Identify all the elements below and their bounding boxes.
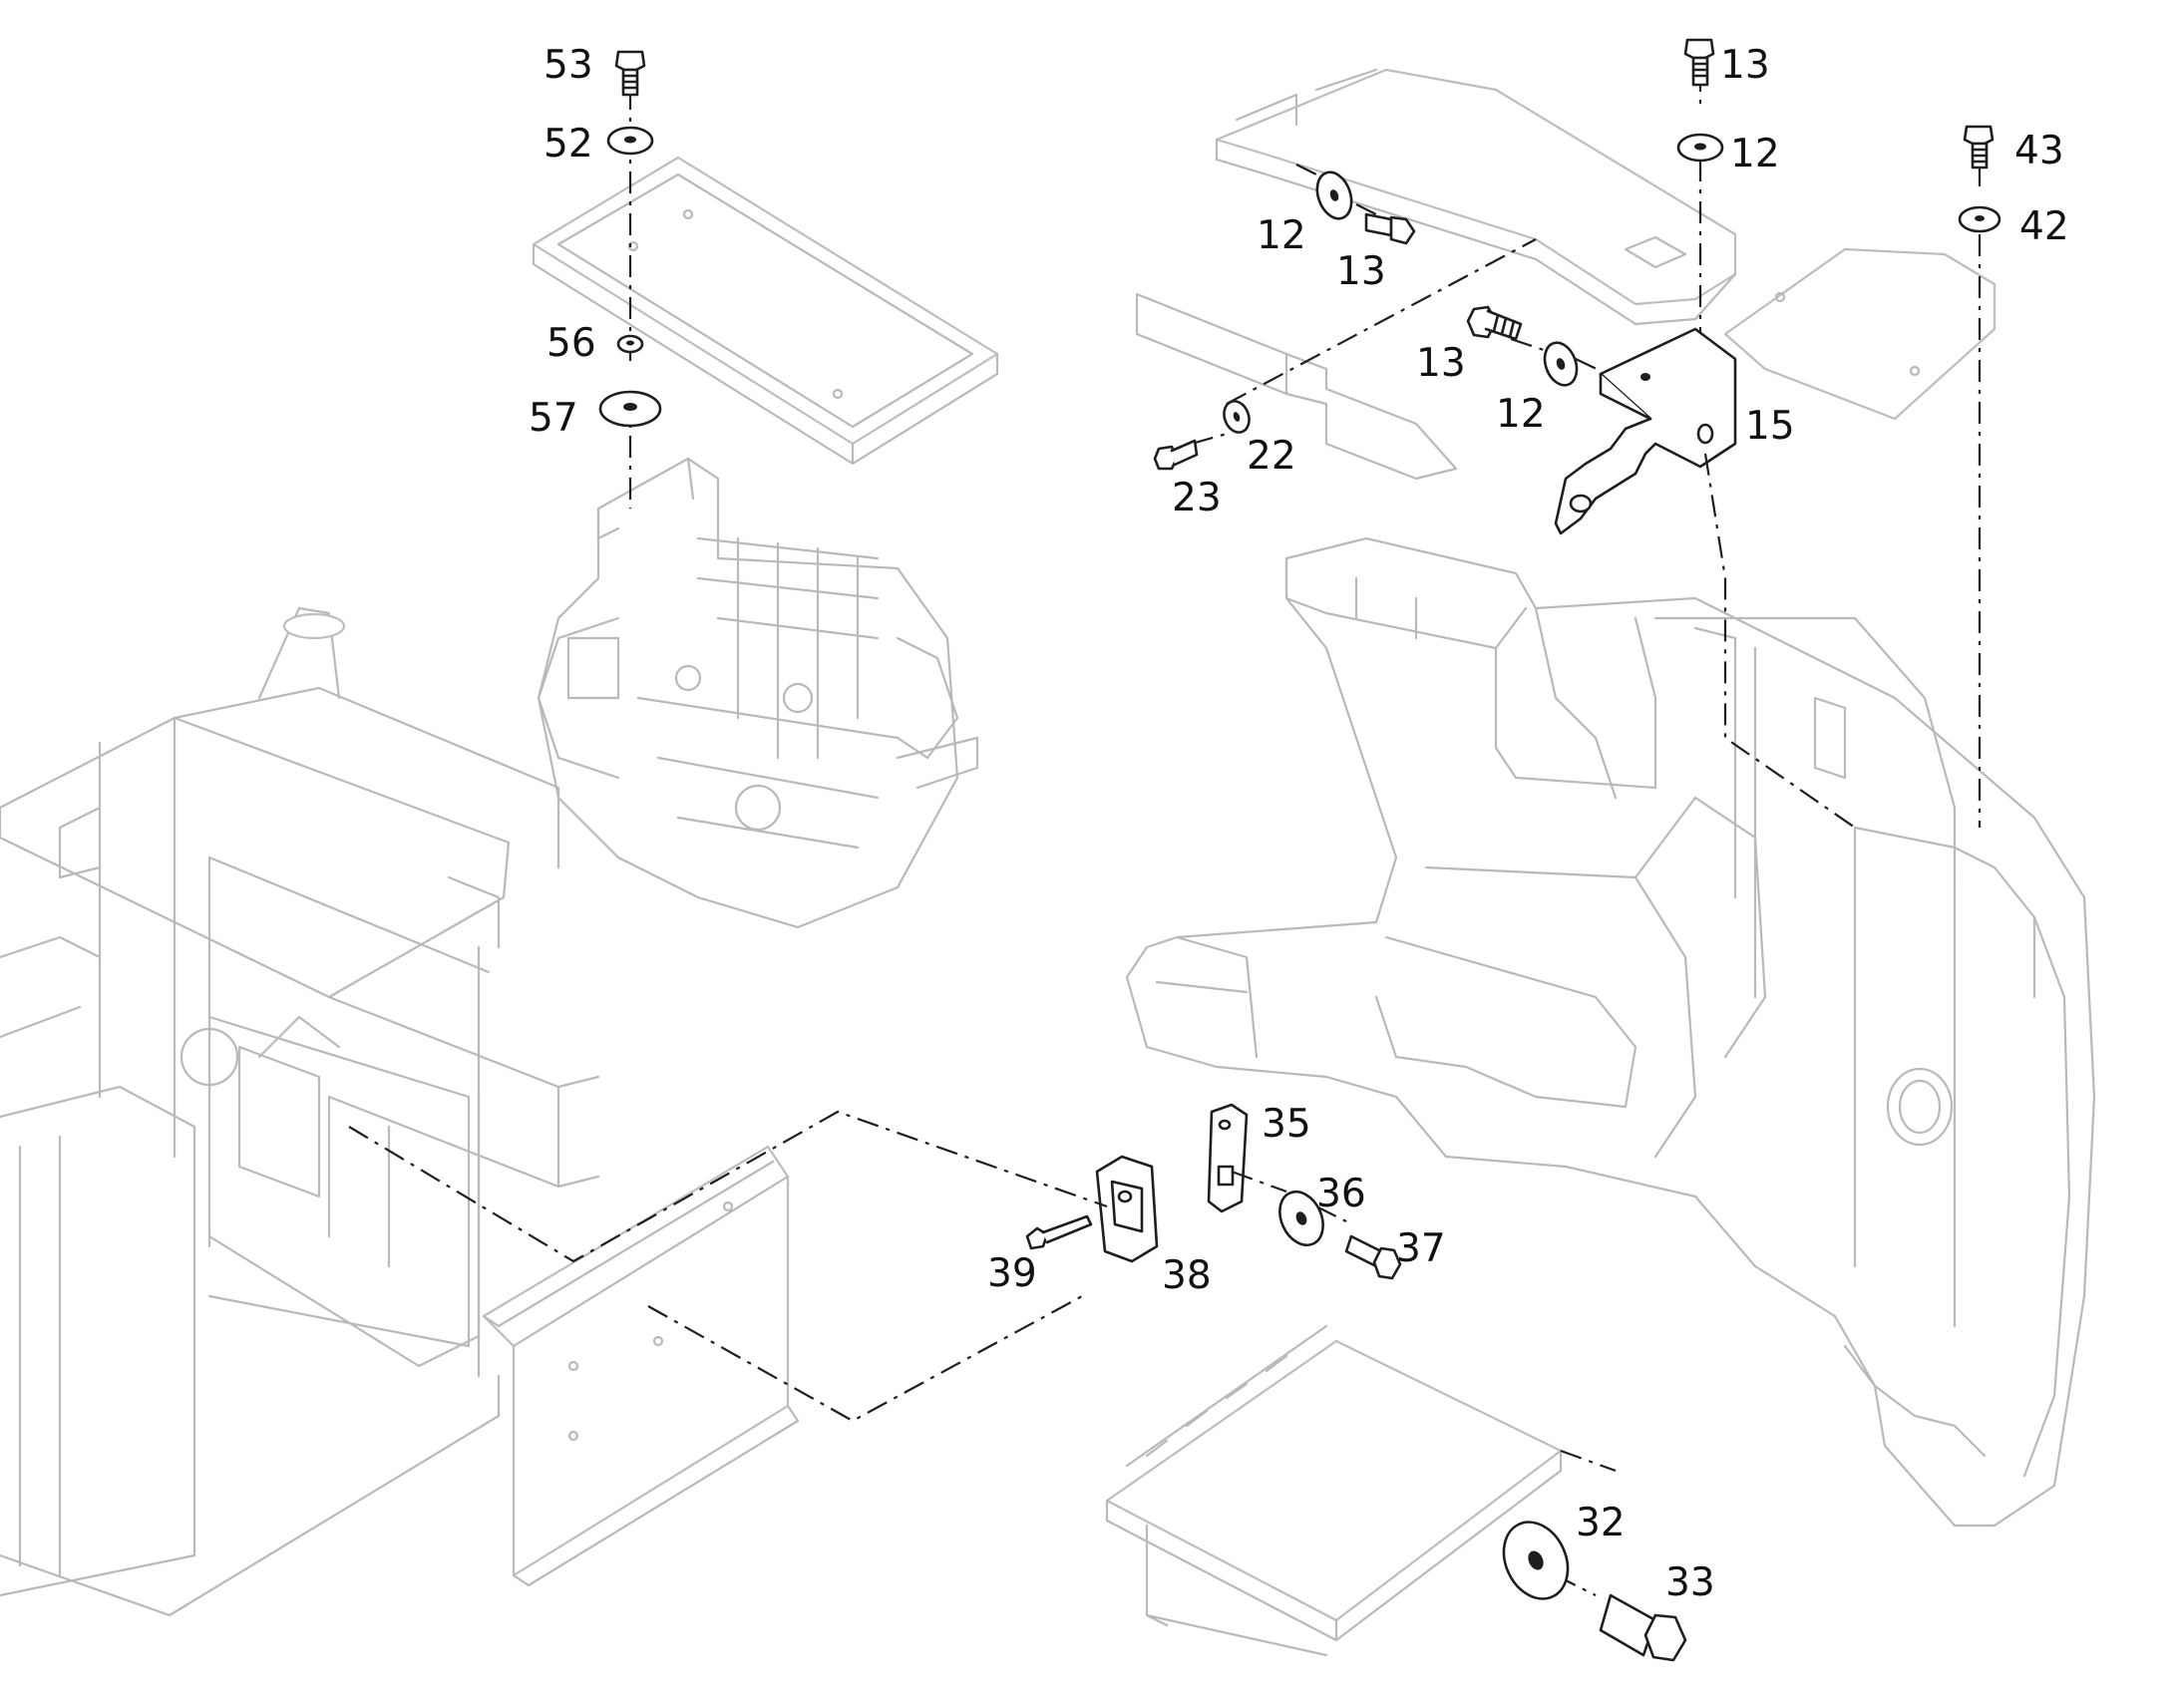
callout-22: 22: [1247, 434, 1296, 479]
washer-12-top-icon: [1676, 133, 1724, 163]
callout-43: 43: [2014, 129, 2064, 173]
bolt-13-left-icon: [1364, 212, 1416, 245]
callout-37: 37: [1396, 1226, 1446, 1271]
callout-42: 42: [2019, 204, 2069, 249]
rear-body-counterweight: [1125, 536, 2096, 1528]
bolt-43-icon: [1963, 125, 1995, 170]
upper-cover-panel: [1135, 68, 1997, 481]
latch-parts: [1095, 1103, 1249, 1263]
washer-52-icon: [606, 126, 654, 156]
callout-56: 56: [546, 321, 596, 366]
callout-53: 53: [544, 43, 593, 88]
callout-13-top: 13: [1720, 43, 1770, 88]
control-valve-assembly: [537, 457, 979, 929]
bolt-33-icon: [1599, 1593, 1687, 1662]
callout-39: 39: [987, 1251, 1037, 1296]
callout-13-mid: 13: [1416, 341, 1466, 386]
callout-57: 57: [529, 396, 578, 441]
bolt-37-icon: [1344, 1234, 1402, 1280]
callout-13-left: 13: [1336, 249, 1386, 294]
washer-22-icon: [1223, 400, 1251, 434]
bolt-13-top-icon: [1683, 38, 1715, 87]
fasteners: [598, 38, 2001, 1662]
bolt-53-icon: [614, 50, 646, 97]
washer-32-icon: [1502, 1521, 1570, 1600]
leader-lines: [348, 70, 1982, 1596]
callout-12-left: 12: [1257, 213, 1306, 258]
callout-23: 23: [1172, 476, 1222, 520]
callout-52: 52: [544, 122, 593, 167]
bolt-13-mid-icon: [1466, 305, 1523, 341]
callout-32: 32: [1576, 1501, 1626, 1545]
callout-35: 35: [1262, 1102, 1311, 1147]
screw-23-icon: [1153, 439, 1199, 471]
chassis-frame: [0, 606, 600, 1617]
callout-36: 36: [1316, 1172, 1366, 1216]
callout-33: 33: [1665, 1560, 1715, 1605]
callout-12-mid: 12: [1496, 392, 1546, 437]
washer-57-icon: [598, 390, 662, 428]
washer-42-icon: [1958, 205, 2001, 233]
washer-56-icon: [616, 334, 644, 354]
hinged-door: [1105, 1324, 1563, 1657]
bracket-15: [1554, 327, 1737, 535]
washer-36-icon: [1278, 1190, 1324, 1247]
washer-12-left-icon: [1315, 171, 1353, 220]
callout-15: 15: [1745, 404, 1795, 449]
callout-labels: 53 52 56 57 13 12 12 13 13 12 15 22 23 4…: [529, 43, 2069, 1605]
screw-39-icon: [1025, 1214, 1093, 1250]
callout-38: 38: [1162, 1253, 1212, 1298]
washer-12-mid-icon: [1543, 341, 1579, 387]
callout-12-top: 12: [1730, 132, 1780, 176]
side-panel: [482, 1145, 800, 1587]
